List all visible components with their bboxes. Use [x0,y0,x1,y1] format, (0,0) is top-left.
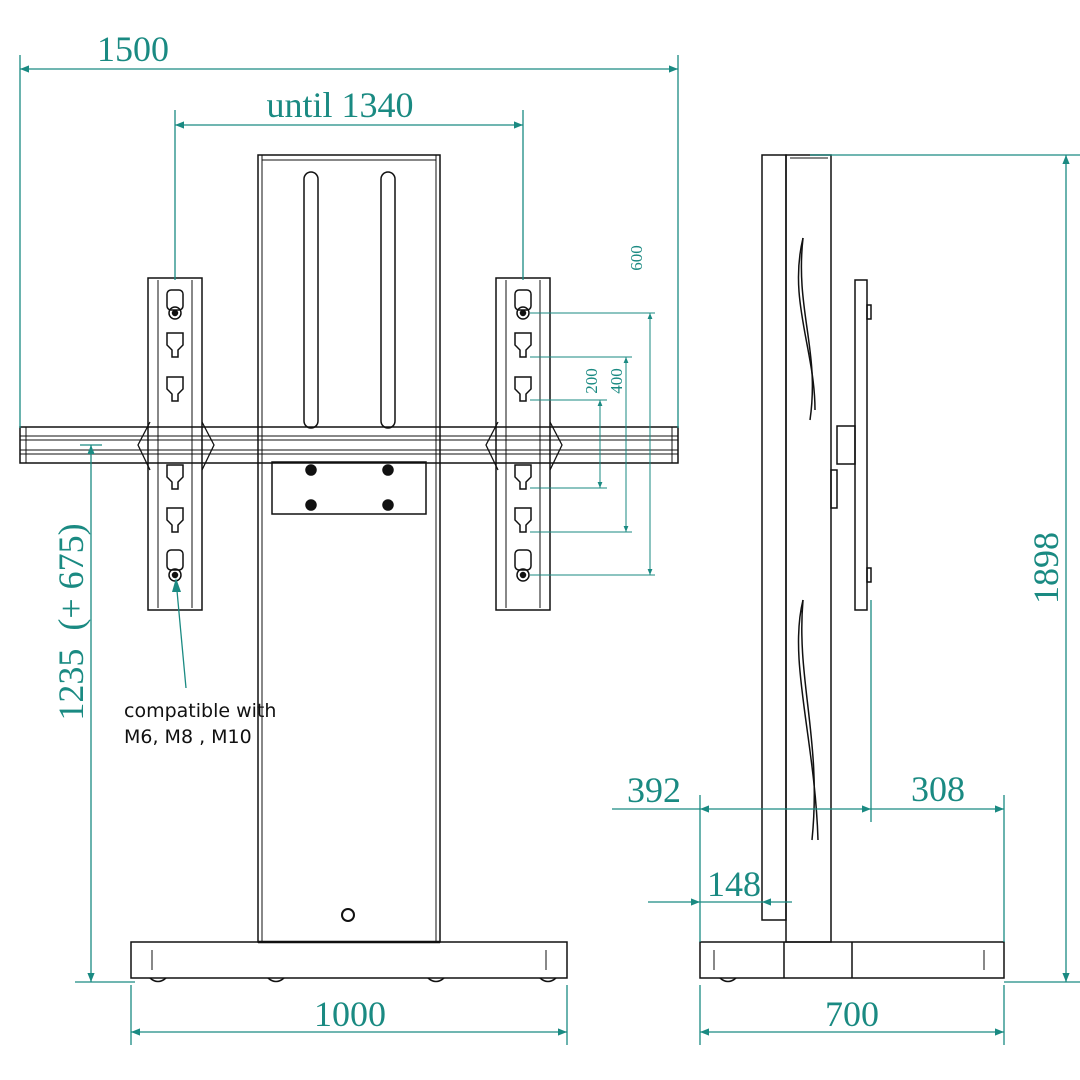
dim-height: 1235 (+ 675) [51,523,91,720]
dim-total-height: 1898 [1026,532,1066,604]
side-display-mount [830,279,872,611]
dim-overall-width: 1500 [97,29,169,69]
dimension-lines [19,55,1080,1045]
horizontal-rail [19,426,679,464]
front-view [19,154,679,983]
hole-spacing-400: 400 [607,368,626,394]
hole-spacing-600: 600 [627,245,646,271]
mounting-plate [271,461,427,515]
left-vesa-bracket [137,277,215,611]
compatibility-note-line2: M6, M8 , M10 [124,726,252,748]
column [257,154,441,944]
dim-vesa-max: until 1340 [266,85,413,125]
right-vesa-bracket [485,277,563,611]
dim-front-depth: 392 [627,770,681,810]
side-view [699,154,1005,983]
hole-spacing-200: 200 [582,368,601,394]
dim-base-depth: 700 [825,994,879,1034]
side-column [761,154,832,943]
side-base [699,941,1005,983]
compatibility-note-line1: compatible with [124,700,276,722]
dim-rear-depth: 308 [911,769,965,809]
dim-base-width: 1000 [314,994,386,1034]
dim-column-offset: 148 [707,864,761,904]
base [130,941,568,983]
